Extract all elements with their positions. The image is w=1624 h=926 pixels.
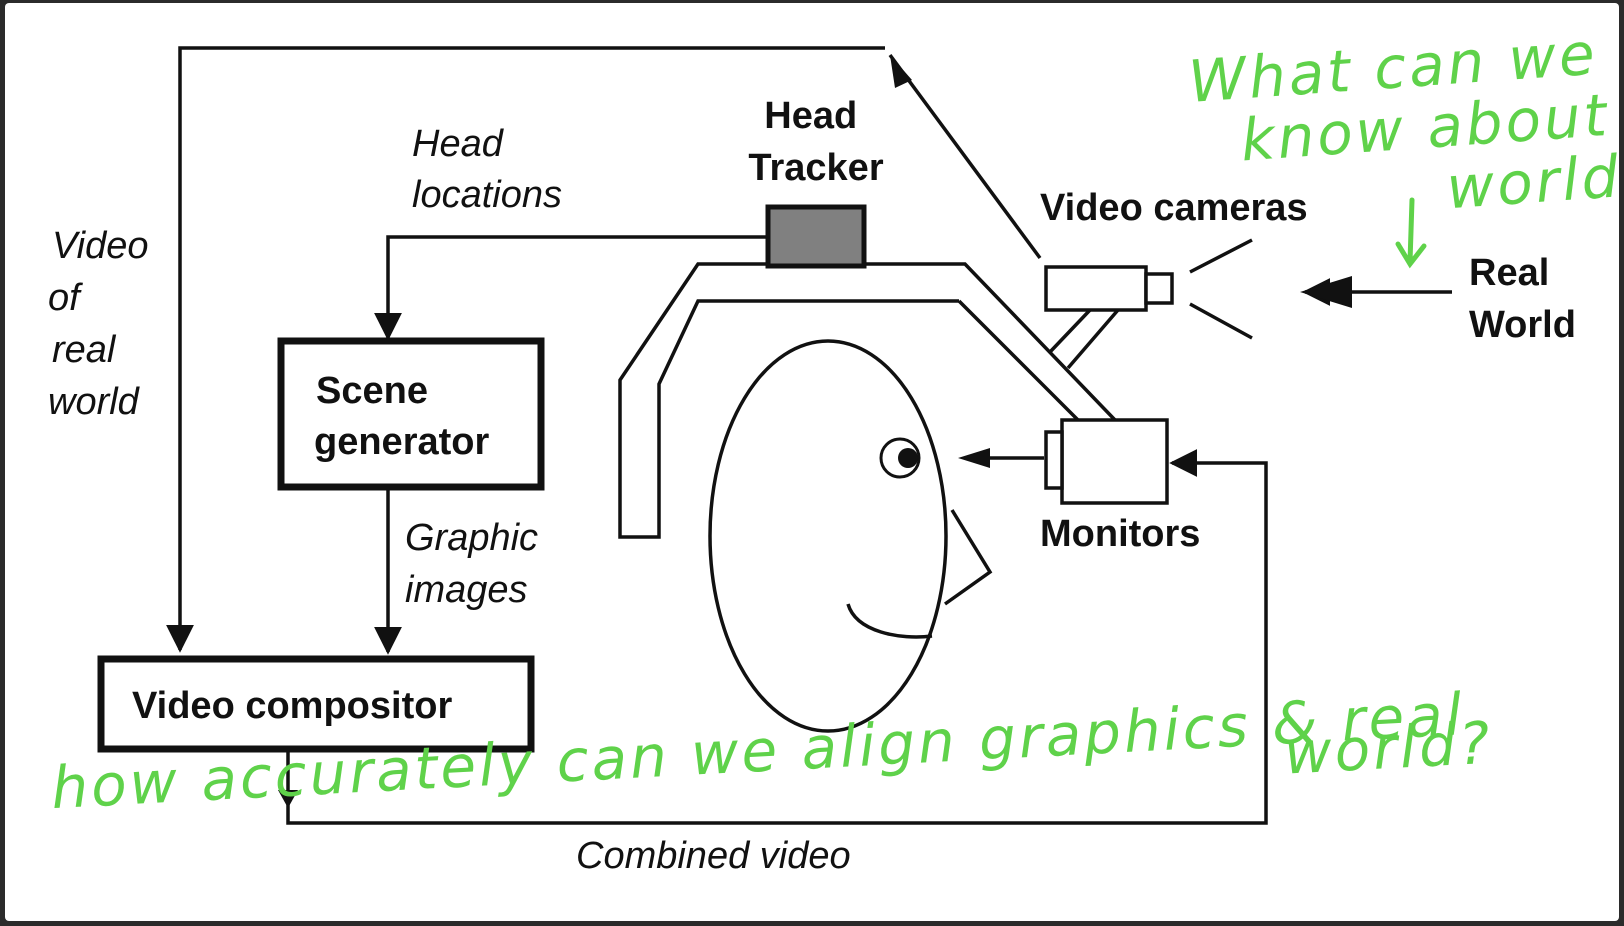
head-outline [708, 339, 948, 733]
camera-view-lines [1189, 238, 1253, 340]
scene-generator-label: Scene generator [314, 370, 489, 463]
video-compositor-label: Video compositor [132, 685, 452, 727]
monitor-body [1060, 418, 1169, 505]
compositor-down-arrow [278, 790, 298, 808]
annotation-what-can-we-know: What can we know about world? [1186, 16, 1624, 240]
real-world-label: Real World [1469, 252, 1576, 346]
monitors-label: Monitors [1040, 513, 1200, 555]
mouth [846, 603, 933, 639]
head-tracker-label: Head Tracker [748, 95, 883, 189]
headset-outer [864, 262, 1117, 422]
eye-pupil [898, 448, 918, 468]
camera-mount [1048, 308, 1120, 370]
video-cameras-label: Video cameras [1040, 187, 1308, 229]
real-world-arrowhead [1300, 276, 1352, 308]
head-locations-label: Head locations [412, 123, 562, 216]
video-of-real-world-line [166, 46, 885, 653]
headset-inner [618, 262, 959, 539]
camera-feed-line [888, 53, 1042, 260]
headset-inner-right [957, 299, 1080, 422]
monitor-to-eye-arrowhead [958, 448, 990, 468]
monitor-screen [1044, 430, 1064, 490]
video-compositor-box [97, 655, 535, 753]
scene-generator-box [277, 337, 545, 491]
slide [5, 3, 1619, 921]
video-of-real-world-label: Video of real world [48, 225, 159, 423]
annotation-down-arrow [1395, 197, 1427, 269]
camera-feed-arrow [890, 55, 912, 88]
video-camera-body [1044, 265, 1148, 312]
video-camera-lens [1144, 272, 1174, 305]
head-locations-line [374, 235, 768, 341]
graphic-images-label: Graphic images [405, 517, 549, 611]
combined-video-label: Combined video [576, 835, 851, 877]
nose [943, 509, 993, 606]
head-tracker-box [765, 204, 867, 269]
